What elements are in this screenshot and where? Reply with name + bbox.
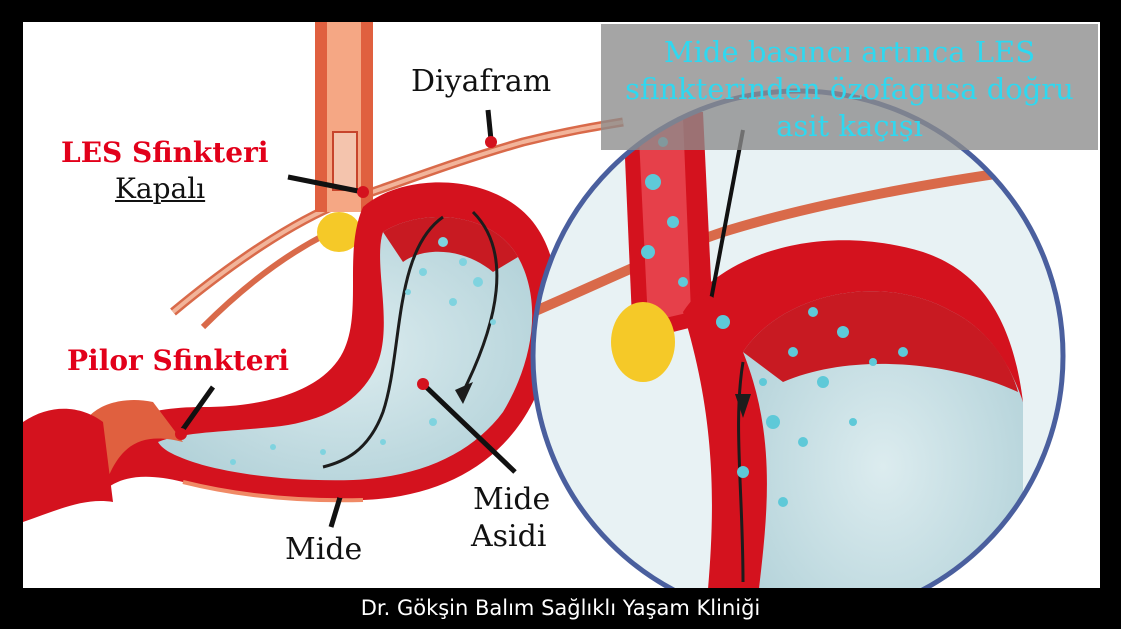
clinic-footer: Dr. Gökşin Balım Sağlıklı Yaşam Kliniği xyxy=(360,596,761,620)
callout-line-1: Mide basıncı artınca LES xyxy=(663,35,1036,69)
callout-line-3: asit kaçışı xyxy=(776,109,923,143)
callout-line-2: sfinkterinden özofagusa doğru xyxy=(625,72,1074,106)
stomach-anatomy-illustration xyxy=(23,22,1066,588)
magnified-view xyxy=(530,88,1066,588)
stomach-drawing xyxy=(23,22,624,522)
illustration-canvas: Diyafram LES Sfinkteri Kapalı Pilor Sfin… xyxy=(23,22,1100,588)
stomach-acid-label-line1: Mide xyxy=(473,482,551,517)
stomach-acid-label-line2: Asidi xyxy=(471,519,547,554)
pylorus-sphincter-label: Pilor Sfinkteri xyxy=(67,344,289,377)
les-sphincter-label: LES Sfinkteri xyxy=(61,136,269,169)
les-state-label: Kapalı xyxy=(115,172,206,205)
reflux-callout: Mide basıncı artınca LES sfinkterinden ö… xyxy=(601,24,1098,150)
pointer-lines xyxy=(178,109,517,528)
diaphragm-label: Diyafram xyxy=(411,64,552,99)
stomach-label: Mide xyxy=(285,532,363,567)
pointer-dots xyxy=(175,136,497,498)
